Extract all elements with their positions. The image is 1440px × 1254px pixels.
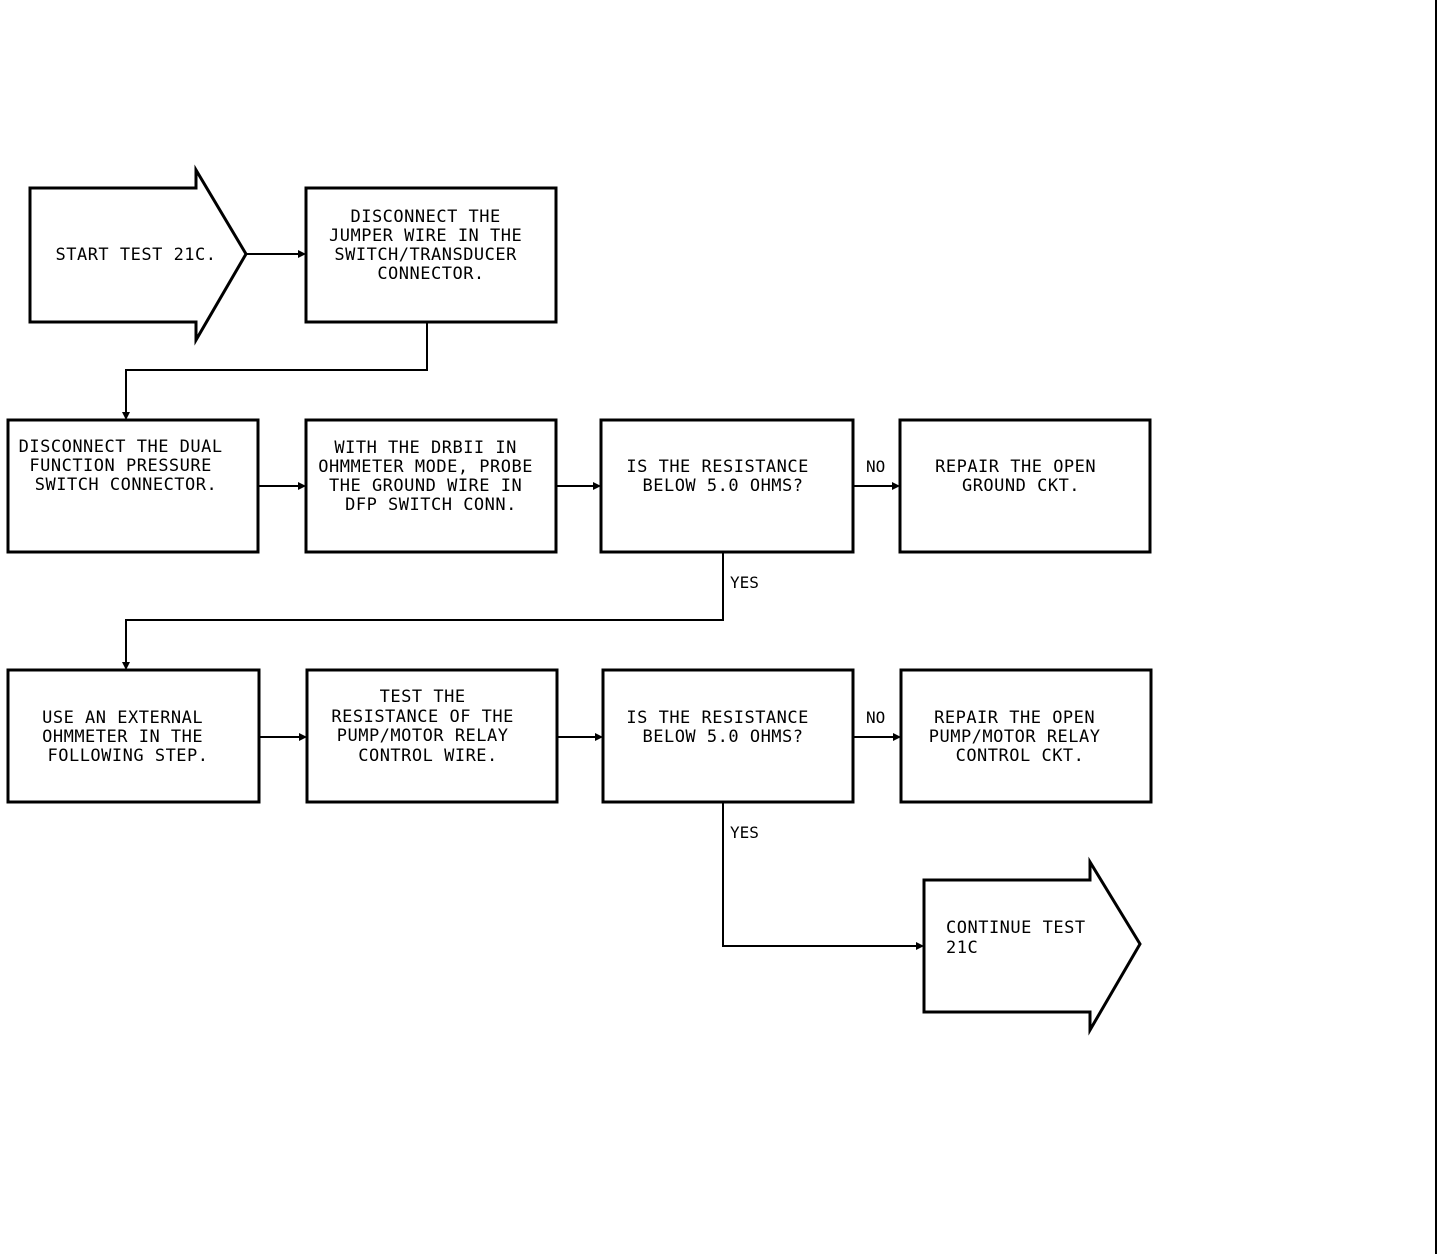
step5-label-line: CONTROL WIRE. [358,746,498,766]
arrowhead-step1-step2 [122,412,130,420]
q1-label: IS THE RESISTANCE BELOW 5.0 OHMS? [626,457,819,496]
step5-box [305,668,559,804]
step1-label: DISCONNECT THE JUMPER WIRE IN THE SWITCH… [329,207,533,284]
arrowhead-step4-step5 [299,733,307,741]
q2-label-line: IS THE RESISTANCE [626,708,809,728]
step1-label-line: DISCONNECT THE [350,207,500,227]
connector-q2-continue [722,802,918,947]
step4-label-line: OHMMETER IN THE [42,727,203,747]
step1-label-line: CONNECTOR. [377,264,484,284]
arrowhead-step5-q2 [595,733,603,741]
continue-label: CONTINUE TEST 21C [946,918,1096,958]
step4-label: USE AN EXTERNAL OHMMETER IN THE FOLLOWIN… [42,708,214,766]
repair2-box [899,668,1153,804]
arrowhead-q1-step4 [122,662,130,670]
arrowhead-step3-q1 [593,482,601,490]
repair1-label-line: REPAIR THE OPEN [935,457,1096,477]
step5-label-line: TEST THE [380,687,466,707]
repair2-label: REPAIR THE OPEN PUMP/MOTOR RELAY CONTROL… [929,708,1112,766]
step3-label-line: THE GROUND WIRE IN [329,476,522,496]
q1-box [599,418,855,554]
connector-q1-step4 [125,552,724,663]
connector-step1-step2 [125,322,428,413]
step1-box [304,186,558,324]
q2-label-line: BELOW 5.0 OHMS? [642,727,803,747]
step3-label-line: WITH THE DRBII IN [334,438,517,458]
start-label: START TEST 21C. [55,245,216,265]
step3-label: WITH THE DRBII IN OHMMETER MODE, PROBE T… [318,438,543,515]
q2-yes-label: YES [730,823,759,842]
q1-yes-label: YES [730,573,759,592]
q1-no-label: NO [866,457,885,476]
step2-label-line: FUNCTION PRESSURE [29,456,212,476]
step3-box [304,418,558,554]
arrowhead-q1-repair1 [892,482,900,490]
q2-no-label: NO [866,708,885,727]
arrowhead-step2-step3 [298,482,306,490]
arrowhead-q2-repair2 [893,733,901,741]
start-arrow-shape [28,164,248,346]
repair2-label-line: CONTROL CKT. [956,746,1085,766]
q1-label-line: BELOW 5.0 OHMS? [642,476,803,496]
repair1-label: REPAIR THE OPEN GROUND CKT. [935,457,1107,496]
continue-label-line: 21C [946,938,978,958]
step5-label-line: PUMP/MOTOR RELAY [337,726,509,746]
step2-label-line: DISCONNECT THE DUAL [19,437,223,457]
q1-label-line: IS THE RESISTANCE [626,457,809,477]
continue-arrow-shape [922,856,1142,1036]
arrowhead-start-step1 [298,250,306,258]
step2-label: DISCONNECT THE DUAL FUNCTION PRESSURE SW… [19,437,234,495]
step3-label-line: DFP SWITCH CONN. [345,495,517,515]
step5-label: TEST THE RESISTANCE OF THE PUMP/MOTOR RE… [331,687,524,766]
step4-box [6,668,261,804]
step1-label-line: SWITCH/TRANSDUCER [334,245,517,265]
step4-label-line: USE AN EXTERNAL [42,708,203,728]
q2-label: IS THE RESISTANCE BELOW 5.0 OHMS? [626,708,819,747]
page-edge-line [1435,0,1437,1254]
step2-label-line: SWITCH CONNECTOR. [35,475,218,495]
start-label-line: START TEST 21C. [55,245,216,265]
step3-label-line: OHMMETER MODE, PROBE [318,457,533,477]
arrowhead-q2-continue [916,942,924,950]
step5-label-line: RESISTANCE OF THE [331,707,514,727]
repair2-label-line: REPAIR THE OPEN [934,708,1095,728]
repair2-label-line: PUMP/MOTOR RELAY [929,727,1101,747]
step1-label-line: JUMPER WIRE IN THE [329,226,522,246]
step2-box [6,418,260,554]
continue-label-line: CONTINUE TEST [946,918,1086,938]
repair1-label-line: GROUND CKT. [962,476,1080,496]
step4-label-line: FOLLOWING STEP. [47,746,208,766]
